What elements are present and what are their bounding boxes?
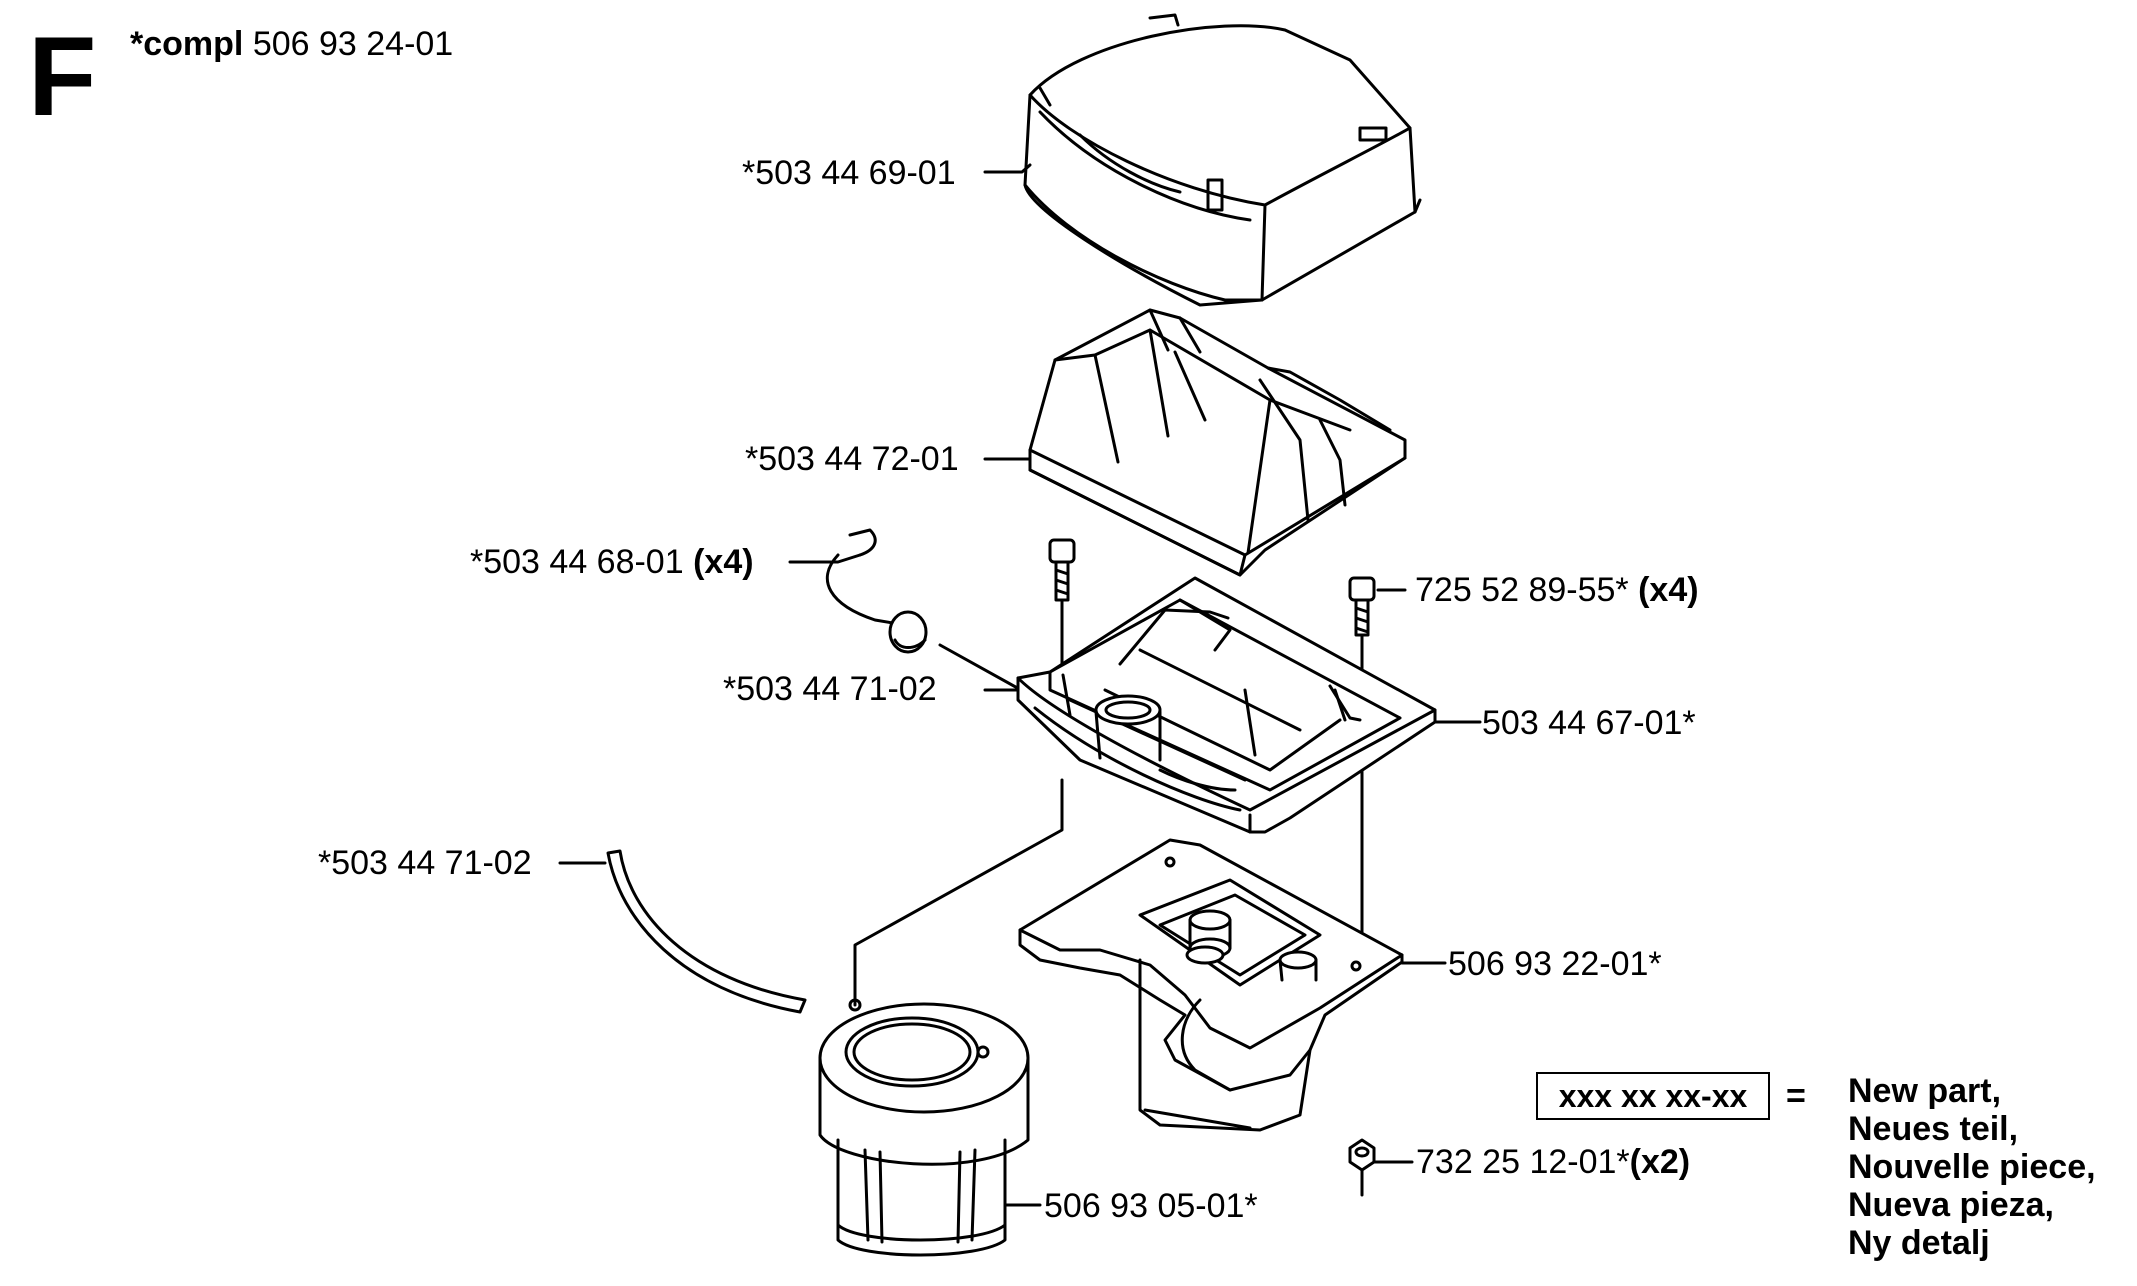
filter-cover-drawing (1023, 13, 1422, 307)
leader-line-cover (983, 163, 1032, 174)
legend-code-box: xxx xx xx-xx (1536, 1072, 1770, 1120)
part-label: 725 52 89-55* (x4) (1415, 570, 1699, 610)
base-plate-drawing (1018, 838, 1404, 1132)
legend-line: New part, (1848, 1072, 2002, 1110)
air-filter-drawing (1028, 308, 1407, 577)
part-number: 732 25 12-01* (1416, 1143, 1630, 1181)
part-label: 506 93 05-01* (1044, 1186, 1258, 1226)
legend-equals: = (1786, 1077, 1806, 1115)
part-number: 725 52 89-55* (1415, 571, 1629, 609)
part-label: 503 44 67-01* (1482, 703, 1696, 743)
part-number: *503 44 71-02 (318, 844, 532, 882)
compl-number: 506 93 24-01 (252, 25, 454, 63)
part-label: *503 44 69-01 (742, 153, 956, 193)
section-letter: F (28, 14, 97, 139)
part-label: 732 25 12-01*(x2) (1416, 1142, 1690, 1182)
part-number: *503 44 68-01 (470, 543, 684, 581)
part-qty: (x4) (693, 543, 754, 581)
part-qty: (x2) (1629, 1143, 1691, 1181)
part-label: 506 93 22-01* (1448, 944, 1662, 984)
part-number: *503 44 72-01 (745, 440, 959, 478)
compl-prefix: *compl (130, 25, 244, 63)
legend-line: Ny detalj (1848, 1224, 1990, 1262)
legend-text: New part, Neues teil, Nouvelle piece, Nu… (1848, 1072, 2096, 1262)
part-number: *503 44 71-02 (723, 670, 937, 708)
leader-line-rod (853, 778, 1064, 1007)
complete-assembly-label: *compl 506 93 24-01 (130, 24, 453, 64)
part-number: 503 44 67-01* (1482, 704, 1696, 742)
part-number: 506 93 05-01* (1044, 1187, 1258, 1225)
part-label: *503 44 72-01 (745, 439, 959, 479)
filter-holder-drawing (1016, 576, 1437, 834)
leader-line-clip (788, 553, 862, 564)
filter-housing-drawing (818, 998, 1030, 1257)
part-label: *503 44 71-02 (318, 843, 532, 883)
legend-line: Nouvelle piece, (1848, 1148, 2096, 1186)
part-number: 506 93 22-01* (1448, 945, 1662, 983)
part-label: *503 44 68-01 (x4) (470, 542, 754, 582)
legend-line: Nueva pieza, (1848, 1186, 2054, 1224)
spring-clip-drawing (825, 528, 928, 654)
leader-line-clip-down (938, 643, 1032, 697)
part-qty: (x4) (1638, 571, 1699, 609)
part-label: *503 44 71-02 (723, 669, 937, 709)
seal-strip-drawing (606, 849, 807, 1014)
nut-drawing (1348, 1138, 1376, 1197)
legend-line: Neues teil, (1848, 1110, 2019, 1148)
part-number: *503 44 69-01 (742, 154, 956, 192)
